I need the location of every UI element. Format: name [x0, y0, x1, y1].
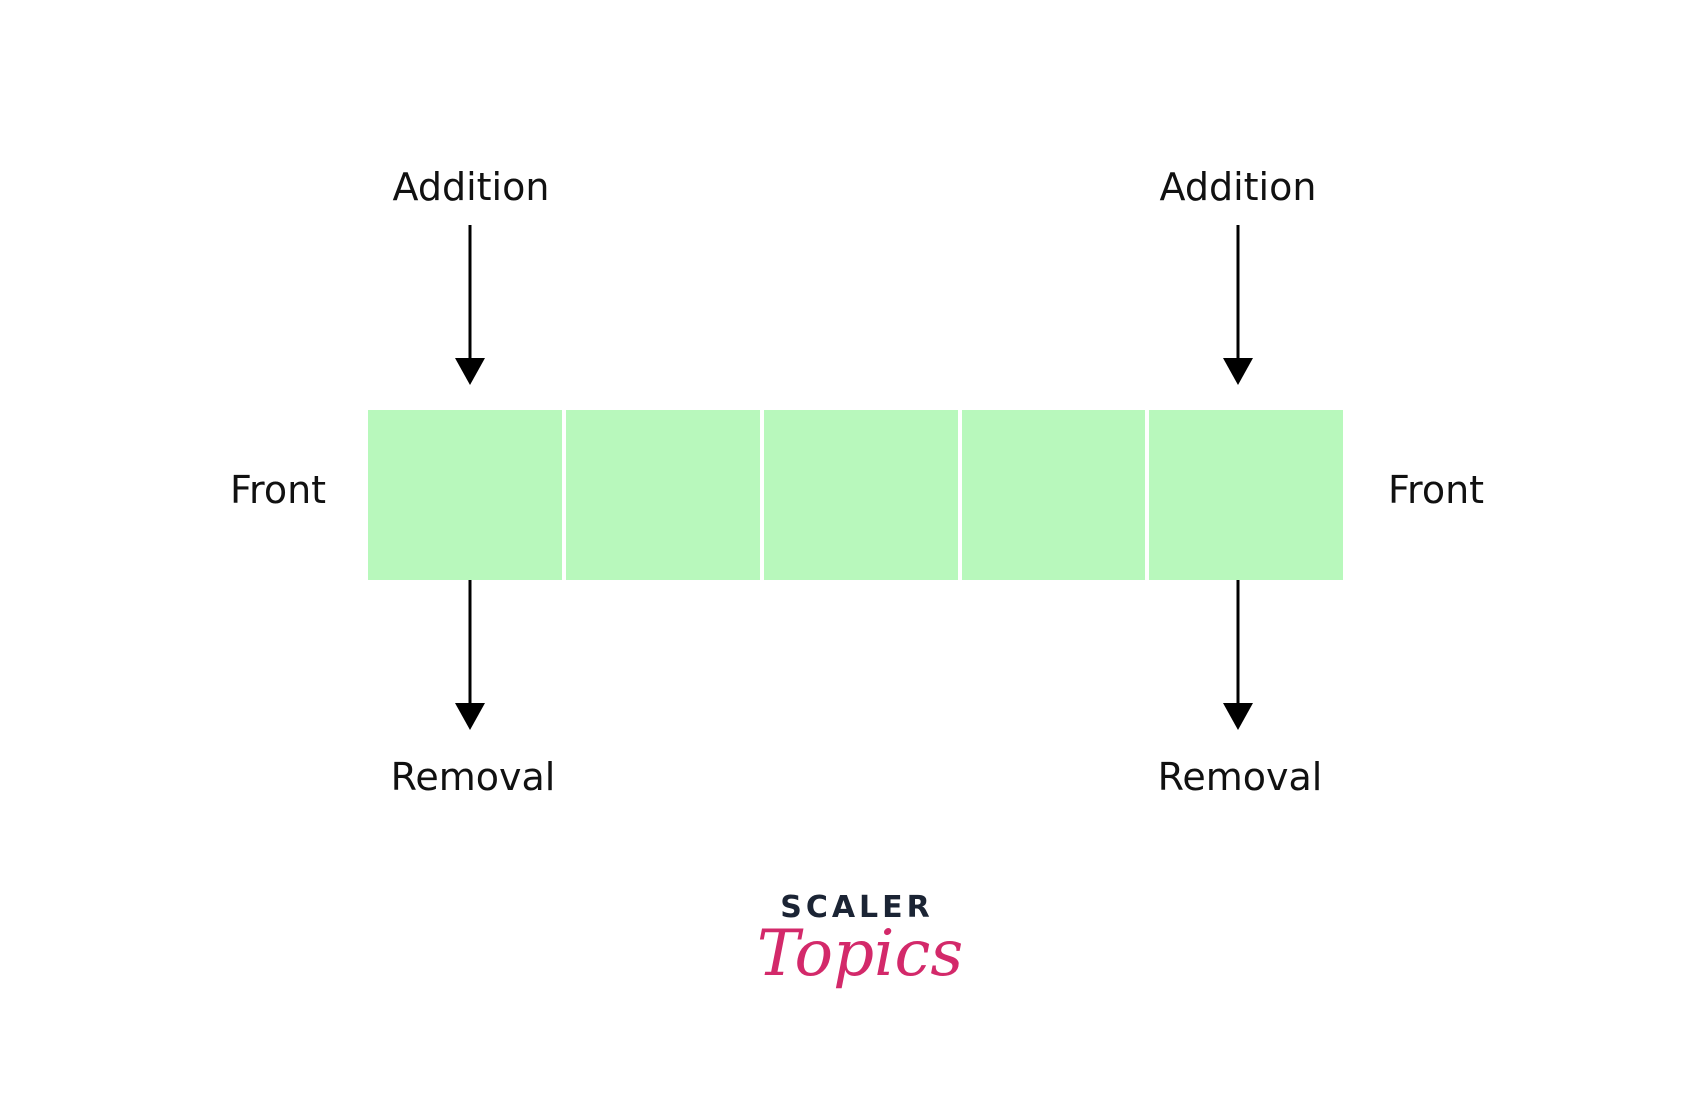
- removal-left-arrow: [455, 580, 485, 730]
- deque-cells: [368, 410, 1343, 580]
- removal-right-label: Removal: [1158, 755, 1323, 799]
- front-left-label: Front: [230, 468, 326, 512]
- scaler-topics-logo: SCALER Topics: [757, 890, 963, 991]
- cell-2: [566, 410, 760, 580]
- addition-right-label: Addition: [1160, 165, 1317, 209]
- cell-1: [368, 410, 562, 580]
- cell-3: [764, 410, 958, 580]
- addition-left-label: Addition: [393, 165, 550, 209]
- addition-left-arrow: [455, 225, 485, 385]
- addition-right-arrow: [1223, 225, 1253, 385]
- cell-4: [962, 410, 1145, 580]
- front-right-label: Front: [1388, 468, 1484, 512]
- logo-topics-text: Topics: [757, 917, 963, 991]
- removal-right-arrow: [1223, 580, 1253, 730]
- logo-scaler-text: SCALER: [780, 890, 934, 925]
- cell-5: [1149, 410, 1343, 580]
- removal-left-label: Removal: [391, 755, 556, 799]
